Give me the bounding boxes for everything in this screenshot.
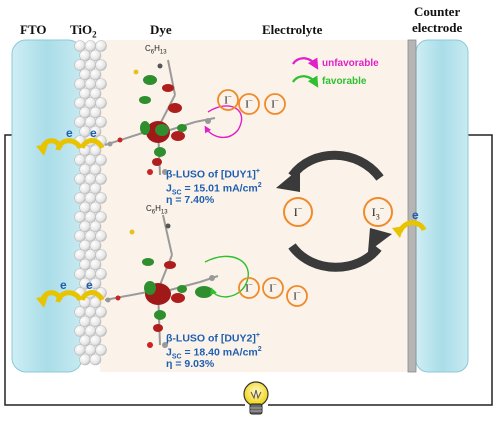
tio2-particle: [95, 249, 107, 261]
tio2-particle: [89, 353, 102, 366]
dye2-efficiency: η = 9.03%: [166, 358, 215, 370]
tio2-particle: [89, 258, 102, 271]
tio2-particle: [89, 87, 102, 100]
tio2-particle: [95, 116, 107, 128]
alkyl-chain-label: C6H13: [145, 44, 167, 56]
electron-transfer-arrow: [36, 290, 105, 308]
tio2-label-sub: 2: [92, 29, 97, 40]
electrolyte-label: Electrolyte: [262, 22, 323, 37]
tio2-particle: [95, 192, 107, 204]
iodide-ion-ring: [238, 277, 260, 299]
electron-label: e: [412, 208, 419, 222]
tio2-particle: [89, 125, 102, 138]
counter-electrode: [415, 39, 469, 373]
triiodide-redox-label: I3−: [371, 204, 385, 222]
redox-cycle-arrows: [276, 150, 392, 272]
unfavorable-interaction-arrow: [204, 105, 243, 138]
fto-label: FTO: [20, 22, 47, 37]
tio2-particle: [79, 353, 91, 366]
dye2-luso-title: β-LUSO of [DUY2]+: [166, 332, 260, 345]
external-circuit-wire: [4, 134, 493, 406]
legend-unfavorable-arrow: [292, 57, 319, 70]
tio2-particle: [89, 296, 102, 309]
tio2-particle: [95, 173, 107, 185]
dye1-jsc: JSC = 15.01 mA/cm2: [166, 182, 262, 197]
iodide-ion-ring: [217, 89, 239, 111]
iodide-redox-ring: [283, 197, 313, 227]
iodide-label: I−: [293, 289, 301, 303]
iodide-ion-ring: [286, 285, 308, 307]
iodide-redox-label: I−: [293, 204, 303, 219]
tio2-particle: [95, 154, 107, 166]
tio2-label: TiO2: [70, 22, 97, 40]
iodide-label: I−: [245, 281, 253, 295]
tio2-particle: [95, 230, 107, 242]
tio2-particle: [89, 163, 102, 176]
light-bulb-icon: [243, 381, 269, 415]
tio2-particle: [89, 144, 102, 157]
tio2-particle: [95, 211, 107, 223]
triiodide-redox-ring: [363, 197, 393, 227]
iodide-ion-ring: [262, 277, 284, 299]
tio2-particle: [89, 334, 102, 347]
tio2-particle: [89, 106, 102, 119]
counter-electrode-plate: [407, 39, 417, 373]
electron-transfer-arrow: [392, 220, 427, 238]
tio2-particle: [95, 306, 107, 318]
alkyl-chain-label: C6H13: [146, 204, 168, 216]
electron-label: e: [90, 126, 97, 140]
legend-unfavorable-label: unfavorable: [322, 58, 379, 69]
iodide-label: I−: [224, 93, 232, 107]
iodide-label: I−: [245, 97, 253, 111]
iodide-label: I−: [269, 281, 277, 295]
tio2-nanoparticle-layer: [74, 40, 107, 366]
iodide-ion-ring: [238, 93, 260, 115]
tio2-label-base: TiO: [70, 22, 93, 37]
tio2-particle: [95, 78, 107, 90]
electron-transfer-arrow: [36, 138, 105, 156]
tio2-particle: [89, 182, 102, 195]
tio2-particle: [95, 40, 107, 52]
dye1-efficiency: η = 7.40%: [166, 194, 215, 206]
tio2-particle: [89, 277, 102, 290]
iodide-ion-ring: [264, 93, 286, 115]
tio2-particle: [89, 315, 102, 328]
legend-favorable-label: favorable: [322, 76, 367, 87]
tio2-particle: [95, 97, 107, 109]
electron-label: e: [66, 126, 73, 140]
electron-label: e: [60, 278, 67, 292]
tio2-particle: [95, 344, 107, 356]
tio2-particle: [95, 59, 107, 71]
fto-electrode: [11, 39, 83, 373]
tio2-particle: [95, 325, 107, 337]
tio2-particle: [95, 268, 107, 280]
counter-electrode-label-line1: Counter: [414, 4, 461, 19]
iodide-label: I−: [271, 97, 279, 111]
tio2-particle: [89, 239, 102, 252]
dye1-luso-title: β-LUSO of [DUY1]+: [166, 168, 260, 181]
dye2-jsc: JSC = 18.40 mA/cm2: [166, 346, 262, 361]
electron-label: e: [86, 278, 93, 292]
tio2-particle: [89, 201, 102, 214]
favorable-interaction-arrow: [204, 255, 249, 298]
dye-molecule-1: [104, 59, 216, 176]
tio2-particle: [89, 49, 102, 62]
dye-molecule-2: [104, 214, 219, 348]
tio2-particle: [89, 220, 102, 233]
counter-electrode-label-line2: electrode: [412, 20, 463, 35]
legend-favorable-arrow: [292, 75, 319, 88]
dye-label: Dye: [150, 22, 172, 37]
tio2-particle: [89, 68, 102, 81]
